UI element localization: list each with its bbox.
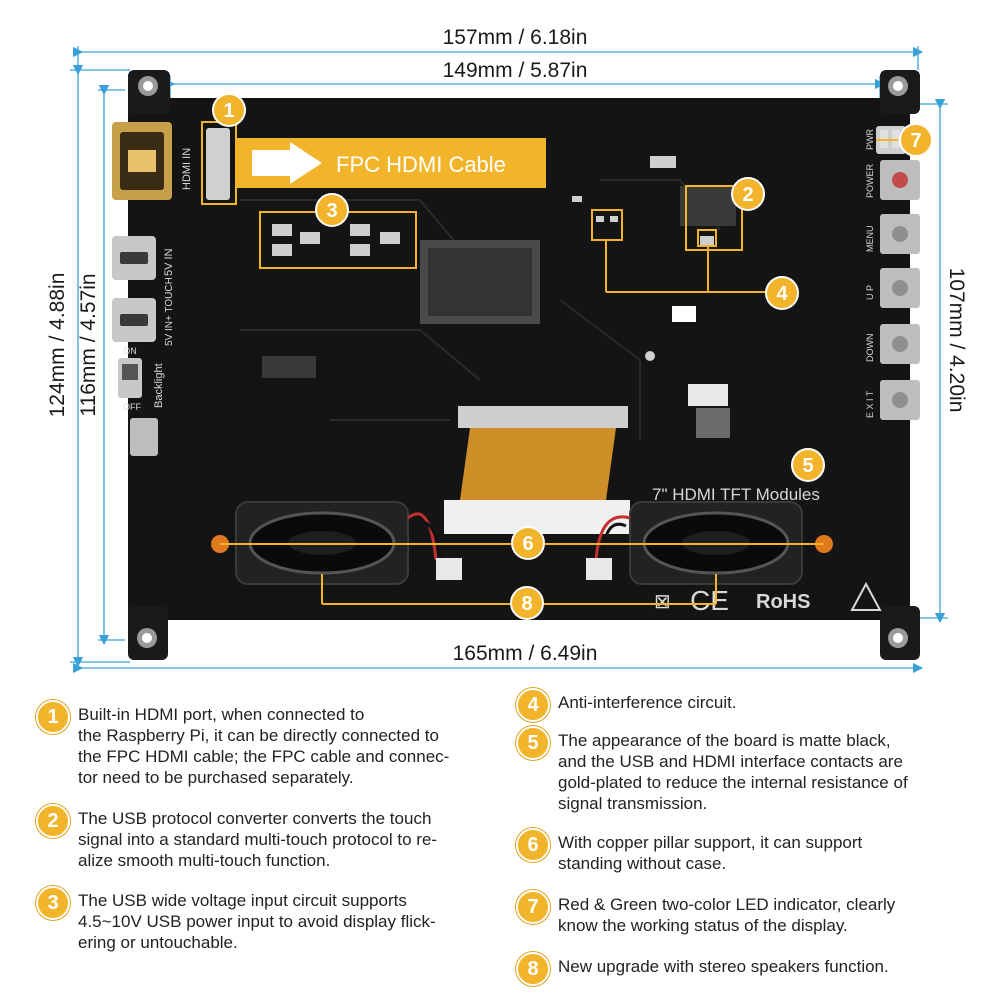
legend-item-6: 6 With copper pillar support, it can sup… bbox=[516, 828, 986, 874]
label-menu: MENU bbox=[865, 226, 875, 253]
hdmi-port bbox=[112, 122, 172, 200]
fpc-flex-cable bbox=[444, 406, 630, 534]
legend-badge: 6 bbox=[516, 828, 550, 862]
dim-top-outer: 157mm / 6.18in bbox=[443, 26, 588, 49]
side-buttons bbox=[876, 126, 920, 420]
usb-5v-touch-port bbox=[112, 298, 156, 342]
svg-text:5: 5 bbox=[802, 455, 813, 477]
svg-text:6: 6 bbox=[522, 533, 533, 555]
speaker-connector-right bbox=[586, 558, 612, 580]
dim-right: 107mm / 4.20in bbox=[945, 268, 968, 413]
badge-1: 1 bbox=[212, 93, 246, 127]
svg-text:2: 2 bbox=[742, 184, 753, 206]
speaker-connector-left bbox=[436, 558, 462, 580]
product-diagram: 157mm / 6.18in 149mm / 5.87in 165mm / 6.… bbox=[46, 26, 968, 674]
label-power: POWER bbox=[865, 163, 875, 198]
fpc-banner-text: FPC HDMI Cable bbox=[336, 152, 506, 177]
legend-badge: 8 bbox=[516, 952, 550, 986]
badge-8: 8 bbox=[510, 586, 544, 620]
legend-badge: 5 bbox=[516, 726, 550, 760]
legend-text: Anti-interference circuit. bbox=[558, 693, 737, 712]
label-down: DOWN bbox=[865, 334, 875, 363]
svg-text:3: 3 bbox=[326, 200, 337, 222]
mounting-holes bbox=[137, 76, 908, 648]
svg-text:7: 7 bbox=[910, 130, 921, 152]
badge-6: 6 bbox=[511, 526, 545, 560]
svg-text:1: 1 bbox=[223, 100, 234, 122]
legend-text: The USB protocol converter converts the … bbox=[78, 809, 438, 870]
svg-text:8: 8 bbox=[521, 593, 532, 615]
label-pwr: PWR bbox=[865, 129, 875, 150]
label-on: ON bbox=[123, 346, 137, 356]
legend-text: Built-in HDMI port, when connected to th… bbox=[78, 705, 450, 787]
smd-components bbox=[262, 156, 736, 438]
label-up: U P bbox=[865, 285, 875, 300]
esd-warning-icon bbox=[850, 581, 882, 611]
label-off: OFF bbox=[123, 402, 141, 412]
legend-text: The appearance of the board is matte bla… bbox=[558, 731, 908, 813]
dim-left-inner: 116mm / 4.57in bbox=[77, 273, 100, 416]
button-labels: PWR POWER MENU U P DOWN E X I T bbox=[865, 129, 875, 418]
legend-item-8: 8 New upgrade with stereo speakers funct… bbox=[516, 952, 986, 986]
label-backlight: Backlight bbox=[153, 363, 165, 408]
legend-item-1: 1 Built-in HDMI port, when connected to … bbox=[36, 700, 506, 788]
legend-text: New upgrade with stereo speakers functio… bbox=[558, 957, 889, 976]
callout-badges: 1 2 3 4 5 6 7 8 bbox=[212, 93, 933, 620]
fpc-connector bbox=[206, 128, 230, 200]
legend-item-2: 2 The USB protocol converter converts th… bbox=[36, 804, 506, 871]
badge-2: 2 bbox=[731, 177, 765, 211]
main-chip bbox=[420, 240, 540, 324]
legend-item-5: 5 The appearance of the board is matte b… bbox=[516, 726, 986, 814]
dim-top-inner: 149mm / 5.87in bbox=[443, 59, 588, 82]
backlight-switch bbox=[118, 358, 142, 398]
label-exit: E X I T bbox=[865, 390, 875, 418]
dim-bottom: 165mm / 6.49in bbox=[453, 642, 598, 665]
label-hdmi-in: HDMI IN bbox=[181, 148, 193, 190]
badge-3: 3 bbox=[315, 193, 349, 227]
rohs-mark: RoHS bbox=[756, 591, 810, 613]
legend-item-3: 3 The USB wide voltage input circuit sup… bbox=[36, 886, 506, 953]
speaker-wires bbox=[407, 512, 631, 563]
legend-badge: 4 bbox=[516, 688, 550, 722]
ce-mark: CE bbox=[690, 585, 729, 616]
certification-marks: ⊠ CE RoHS bbox=[654, 581, 882, 616]
legend-badge: 3 bbox=[36, 886, 70, 920]
legend-text: Red & Green two-color LED indicator, cle… bbox=[558, 895, 896, 935]
badge-7: 7 bbox=[899, 123, 933, 157]
badge-4: 4 bbox=[765, 276, 799, 310]
svg-text:4: 4 bbox=[776, 283, 788, 305]
badge-5: 5 bbox=[791, 448, 825, 482]
legend-badge: 2 bbox=[36, 804, 70, 838]
weee-icon: ⊠ bbox=[654, 591, 671, 613]
legend-badge: 1 bbox=[36, 700, 70, 734]
legend-text: With copper pillar support, it can suppo… bbox=[558, 833, 863, 873]
side-connector bbox=[130, 418, 158, 456]
legend-item-4: 4 Anti-interference circuit. bbox=[516, 688, 986, 722]
dimension-lines bbox=[70, 46, 948, 674]
legend-text: The USB wide voltage input circuit suppo… bbox=[78, 891, 436, 952]
label-5v-touch: 5V IN+ TOUCH bbox=[164, 277, 175, 346]
usb-5v-in-port bbox=[112, 236, 156, 280]
legend-item-7: 7 Red & Green two-color LED indicator, c… bbox=[516, 890, 986, 936]
fpc-hdmi-cable-banner: FPC HDMI Cable bbox=[236, 138, 546, 188]
model-text: 7" HDMI TFT Modules bbox=[652, 485, 820, 504]
legend-badge: 7 bbox=[516, 890, 550, 924]
dim-left-outer: 124mm / 4.88in bbox=[46, 273, 69, 418]
label-5v-in: 5V IN bbox=[163, 248, 175, 276]
pcb-board bbox=[128, 70, 920, 660]
